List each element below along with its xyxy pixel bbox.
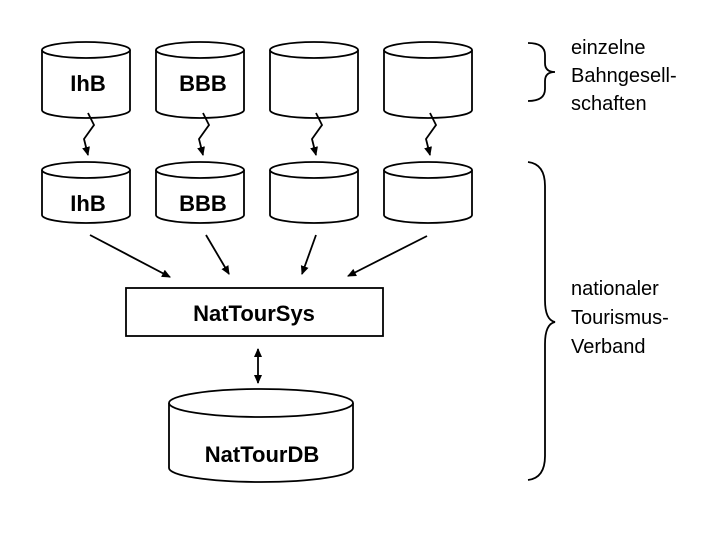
- arrow-to-system-4: [347, 235, 428, 277]
- nattourdb-cylinder: NatTourDB: [168, 388, 354, 483]
- arrow-to-system-1: [89, 234, 171, 278]
- brace-bottom-line-2: Tourismus-: [571, 307, 669, 329]
- nattourdb-label: NatTourDB: [205, 442, 319, 467]
- top-db-4: [383, 41, 473, 119]
- top-db-3: [269, 41, 359, 119]
- brace-top-line-1: einzelne: [571, 37, 646, 59]
- zigzag-arrow-4: [424, 112, 438, 156]
- brace-top-line-3: schaften: [571, 93, 647, 115]
- brace-top-line-2: Bahngesell-: [571, 65, 677, 87]
- nattoursys-label: NatTourSys: [193, 301, 315, 326]
- arrow-to-system-3: [300, 234, 317, 275]
- middle-db-1: IhB: [41, 161, 131, 224]
- nattoursys-box: NatTourSys: [125, 287, 384, 337]
- zigzag-arrow-3: [310, 112, 324, 156]
- brace-top: [527, 42, 556, 102]
- top-db-2-label: BBB: [179, 71, 227, 96]
- arrow-to-system-2: [205, 234, 230, 275]
- zigzag-arrow-2: [197, 112, 211, 156]
- brace-bottom-line-3: Verband: [571, 336, 646, 358]
- top-db-1-label: IhB: [70, 71, 105, 96]
- middle-db-4: [383, 161, 473, 224]
- top-db-2: BBB: [155, 41, 245, 119]
- middle-db-2: BBB: [155, 161, 245, 224]
- zigzag-arrow-1: [82, 112, 96, 156]
- brace-bottom-line-1: nationaler: [571, 278, 659, 300]
- middle-db-3: [269, 161, 359, 224]
- top-db-1: IhB: [41, 41, 131, 119]
- middle-db-1-label: IhB: [70, 191, 105, 216]
- middle-db-2-label: BBB: [179, 191, 227, 216]
- brace-bottom: [527, 161, 556, 481]
